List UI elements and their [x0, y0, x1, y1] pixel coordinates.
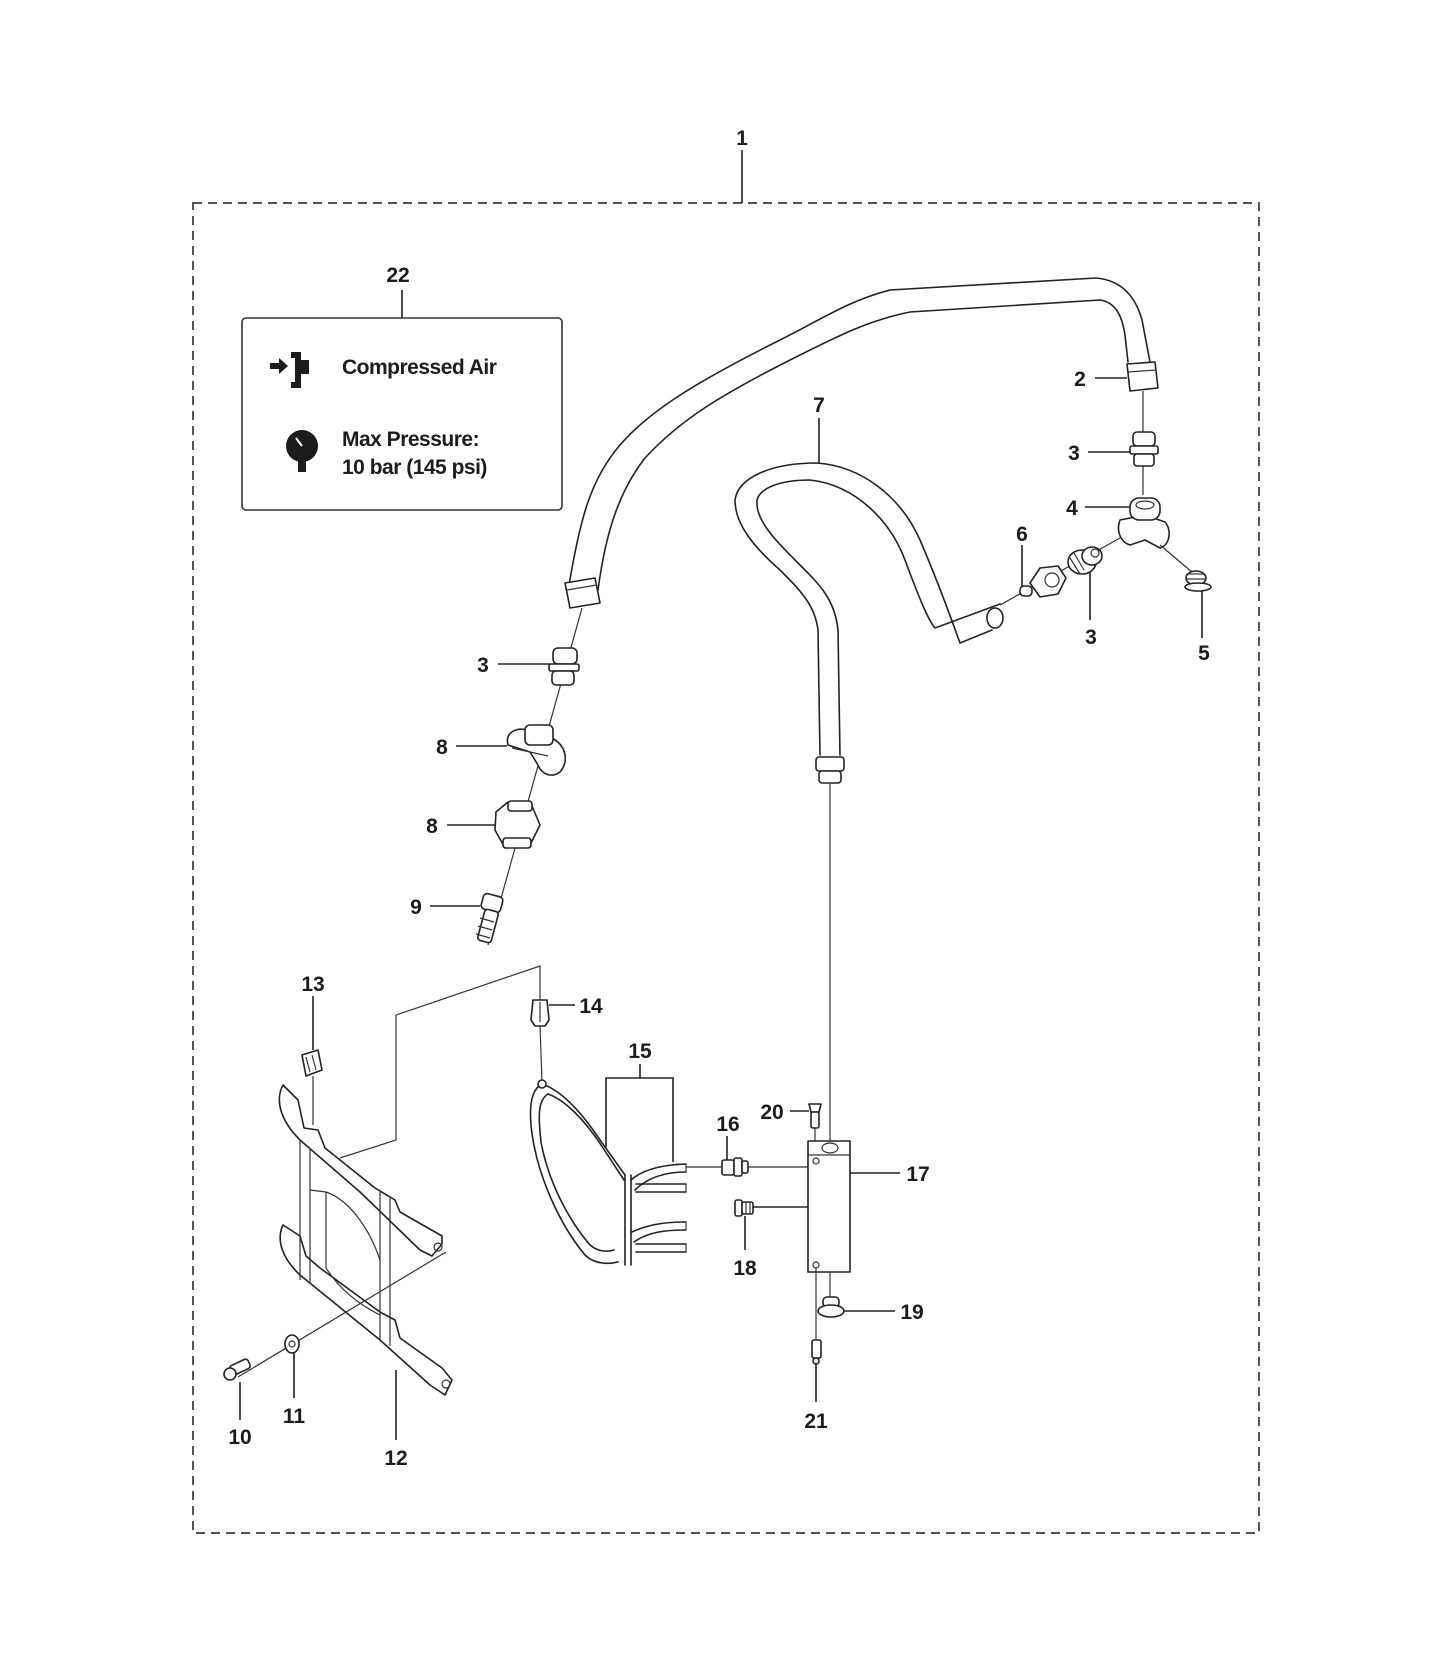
callout-19[interactable]: 19 [900, 1301, 923, 1324]
callout-18[interactable]: 18 [733, 1257, 757, 1280]
part-3-nipple-upper-right[interactable] [1129, 431, 1159, 467]
part-10-screw[interactable] [223, 1358, 251, 1381]
callout-1[interactable]: 1 [736, 127, 748, 150]
decal-compressed-air-text: Compressed Air [342, 356, 497, 379]
part-18-plug-screw[interactable] [734, 1199, 754, 1217]
leader-15-bracket [605, 1077, 674, 1162]
part-15-hose-set[interactable] [529, 1079, 687, 1266]
callout-17[interactable]: 17 [906, 1163, 929, 1186]
part-17-distribution-block[interactable] [807, 1140, 851, 1273]
compressed-air-connector-icon [270, 352, 309, 388]
part-12-bracket[interactable] [278, 1084, 453, 1396]
part-19-nut[interactable] [817, 1296, 845, 1318]
part-13-clip[interactable] [301, 1049, 323, 1077]
callout-4[interactable]: 4 [1066, 497, 1078, 520]
callout-2[interactable]: 2 [1074, 368, 1086, 391]
callout-16[interactable]: 16 [716, 1113, 739, 1136]
part-14-connector[interactable] [530, 999, 550, 1027]
callout-14[interactable]: 14 [579, 995, 603, 1018]
callout-3b[interactable]: 3 [1085, 626, 1097, 649]
part-2-hose-nut[interactable] [1126, 361, 1159, 392]
callout-8a[interactable]: 8 [436, 736, 448, 759]
decal-pressure-value-text: 10 bar (145 psi) [342, 456, 487, 479]
part-20-bolt[interactable] [808, 1103, 822, 1129]
part-8-coupling-lower[interactable] [494, 800, 541, 849]
callout-9[interactable]: 9 [410, 896, 422, 919]
callout-8b[interactable]: 8 [426, 815, 438, 838]
assembly-frame [192, 202, 1260, 1534]
part-7-hose[interactable] [734, 462, 1004, 784]
decal-box [241, 317, 563, 511]
part-9-hose-tail[interactable] [475, 892, 504, 944]
link-line-12-14 [339, 965, 541, 1159]
callout-10[interactable]: 10 [228, 1426, 251, 1449]
part-16-fitting[interactable] [721, 1157, 749, 1177]
pressure-gauge-icon [286, 430, 318, 472]
part-3-nipple-left[interactable] [548, 647, 580, 686]
callout-3c[interactable]: 3 [477, 654, 489, 677]
part-11-washer[interactable] [284, 1334, 300, 1354]
part-8-coupling-upper[interactable] [506, 724, 567, 776]
axis-line-10-11-12 [237, 1251, 447, 1378]
decal-label[interactable]: 22 Compressed Air Max Pressure: 10 bar (… [241, 264, 563, 511]
part-5-plug[interactable] [1184, 570, 1212, 592]
callout-20[interactable]: 20 [760, 1101, 783, 1124]
callout-21[interactable]: 21 [804, 1410, 828, 1433]
part-21-nozzle[interactable] [811, 1339, 822, 1365]
decal-max-pressure-text: Max Pressure: [342, 428, 479, 451]
part-4-tee-fitting[interactable] [1117, 497, 1170, 549]
part-3-nipple-lower-right[interactable] [1067, 546, 1103, 575]
main-hose[interactable] [568, 277, 1151, 591]
callout-11[interactable]: 11 [283, 1405, 306, 1428]
axis-line-14-15 [539, 1025, 543, 1082]
callout-15[interactable]: 15 [628, 1040, 652, 1063]
callout-13[interactable]: 13 [301, 973, 324, 996]
part-6-nut-fitting[interactable] [1019, 565, 1067, 598]
callout-12[interactable]: 12 [384, 1447, 407, 1470]
callout-6[interactable]: 6 [1016, 523, 1028, 546]
axis-line-4-5 [1159, 544, 1193, 573]
main-hose-end-nut [564, 577, 601, 609]
callout-5[interactable]: 5 [1198, 642, 1210, 665]
callout-7[interactable]: 7 [813, 394, 825, 417]
callout-22[interactable]: 22 [386, 264, 409, 287]
callout-3a[interactable]: 3 [1068, 442, 1080, 465]
